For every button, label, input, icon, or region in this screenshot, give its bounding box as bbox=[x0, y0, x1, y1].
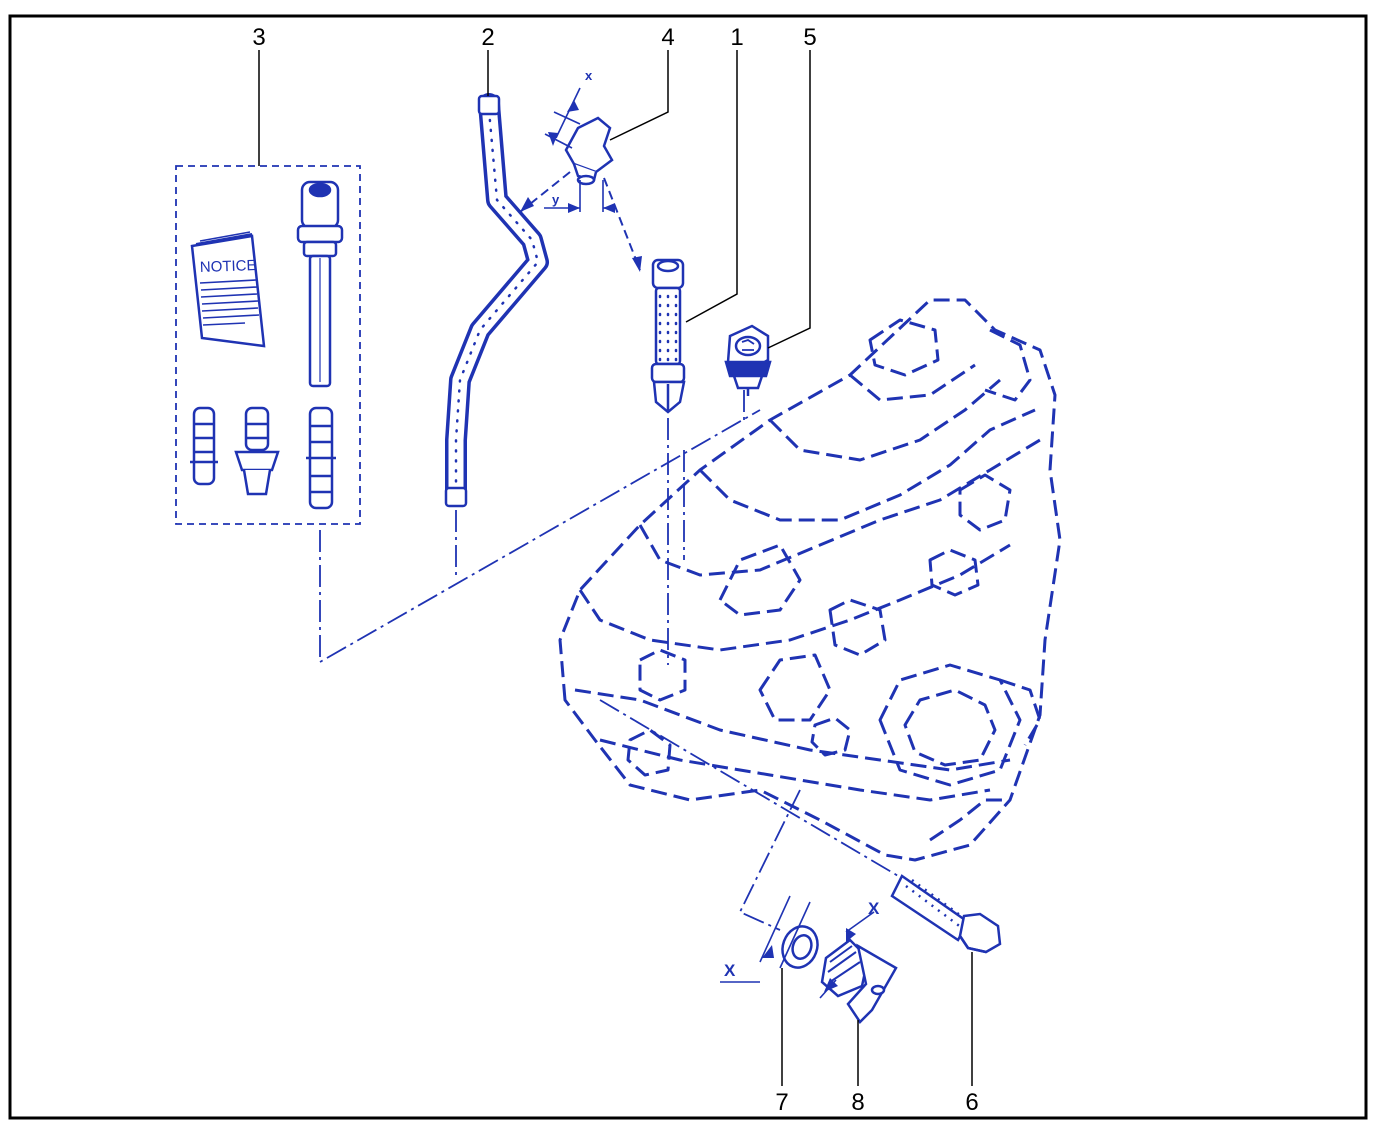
callout-8: 8 bbox=[851, 1089, 864, 1116]
part-7-sealing-washer bbox=[781, 925, 819, 969]
part-1-filler-tube bbox=[650, 258, 686, 414]
kit-fitting-right bbox=[306, 406, 336, 510]
notice-booklet: NOTICE bbox=[190, 231, 266, 348]
arrow-head-to-part-1 bbox=[632, 256, 642, 272]
part-3-service-kit: NOTICE bbox=[175, 165, 361, 525]
callout-1: 1 bbox=[730, 24, 743, 51]
part-2-dipstick-guide-tube bbox=[444, 93, 549, 508]
leader-5 bbox=[767, 50, 811, 349]
callout-4: 4 bbox=[661, 24, 674, 51]
callout-2: 2 bbox=[481, 24, 494, 51]
kit-dashed-box bbox=[175, 165, 361, 525]
notice-booklet-title: NOTICE bbox=[200, 257, 257, 276]
dimension-label-x-plug: X bbox=[868, 899, 880, 918]
kit-fitting-left bbox=[190, 406, 218, 486]
assembly-guide-lines bbox=[319, 390, 906, 931]
dim-arrow-x-bottom bbox=[548, 132, 558, 146]
part-7-dimension-lines bbox=[720, 895, 811, 983]
callout-6: 6 bbox=[965, 1089, 978, 1116]
dim-arrow-washer bbox=[762, 945, 774, 958]
leader-1 bbox=[685, 50, 738, 323]
callout-leader-lines bbox=[258, 50, 973, 1086]
callout-7: 7 bbox=[775, 1089, 788, 1116]
dimension-label-x-washer: X bbox=[724, 961, 736, 980]
callout-5: 5 bbox=[803, 24, 816, 51]
transmission-housing bbox=[558, 298, 1062, 862]
dimension-label-x-small: x bbox=[585, 68, 593, 83]
leader-4 bbox=[609, 50, 669, 141]
dim-arrow-plug-top bbox=[846, 928, 856, 942]
part-6-bolt bbox=[890, 874, 1002, 954]
dim-arrow-x-top bbox=[567, 100, 579, 112]
part-5-pressure-switch bbox=[724, 324, 772, 396]
part-8-drain-plug bbox=[820, 938, 898, 1024]
part-4-cap bbox=[564, 116, 614, 186]
dim-arrow-y-left bbox=[568, 203, 580, 213]
kit-fitting-middle bbox=[234, 406, 280, 496]
kit-dipstick-tube bbox=[296, 180, 344, 388]
dim-arrow-plug-bottom bbox=[824, 978, 838, 992]
callout-3: 3 bbox=[252, 24, 265, 51]
dimension-label-y-small: y bbox=[552, 192, 560, 207]
assembly-arrows bbox=[519, 171, 641, 271]
frame-border bbox=[8, 14, 1368, 1120]
dim-arrow-y-right bbox=[603, 203, 615, 213]
arrow-head-to-part-2 bbox=[520, 197, 534, 212]
